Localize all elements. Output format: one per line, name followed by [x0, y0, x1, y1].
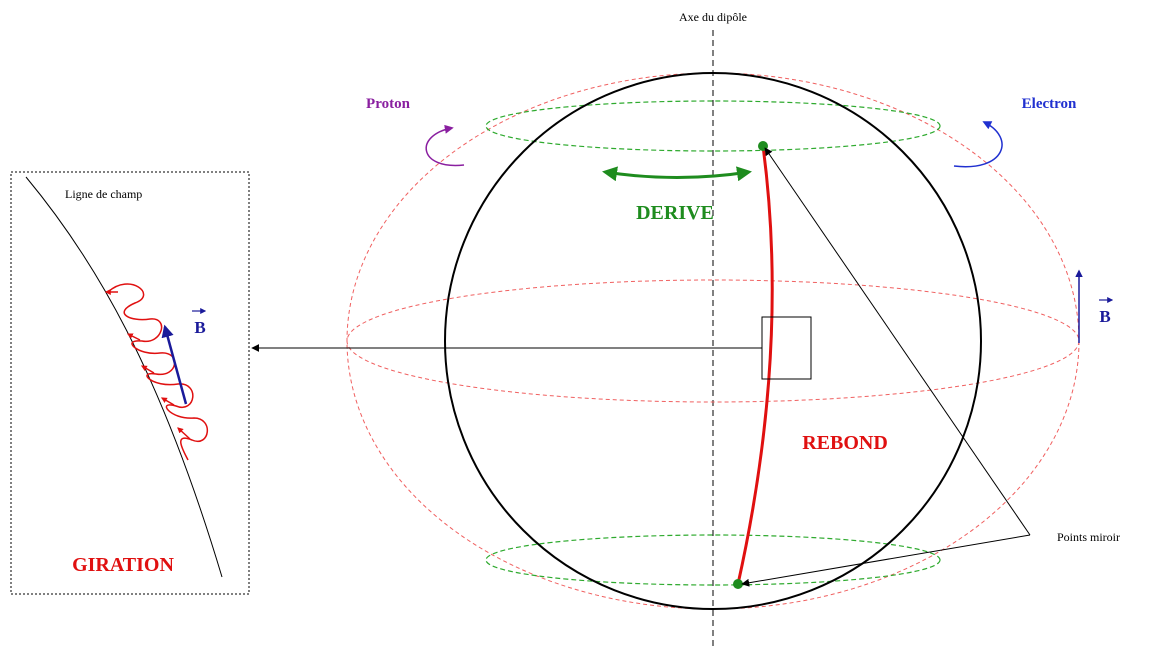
gyration-helix — [107, 283, 209, 461]
b-label-right: B — [1099, 307, 1110, 326]
bounce-label: REBOND — [802, 432, 888, 454]
mirror-pointer-top — [764, 147, 1031, 536]
gyration-direction-arrows — [104, 289, 191, 440]
proton-rotation-icon — [425, 124, 465, 167]
mirror-point-bottom — [733, 579, 743, 589]
axis-label: Axe du dipôle — [679, 10, 747, 24]
field-line-curve — [25, 176, 223, 578]
gyration-inset-frame — [10, 171, 250, 595]
gyration-label: GIRATION — [72, 554, 174, 576]
mirror-points-label: Points miroir — [1057, 530, 1120, 544]
proton-label: Proton — [366, 96, 411, 112]
drift-arrow — [602, 166, 752, 182]
mirror-pointer-bottom — [741, 534, 1031, 587]
b-label-inset: B — [194, 318, 205, 337]
mirror-ring-bottom — [485, 534, 941, 586]
b-vector-arrow-inset — [161, 324, 188, 405]
mirror-ring-top — [485, 100, 941, 152]
bounce-path — [736, 145, 774, 585]
electron-rotation-icon — [953, 121, 1003, 168]
drift-label: DERIVE — [636, 202, 714, 224]
electron-label: Electron — [1022, 96, 1077, 112]
earth-circle — [444, 72, 982, 610]
field-line-label: Ligne de champ — [65, 187, 142, 201]
